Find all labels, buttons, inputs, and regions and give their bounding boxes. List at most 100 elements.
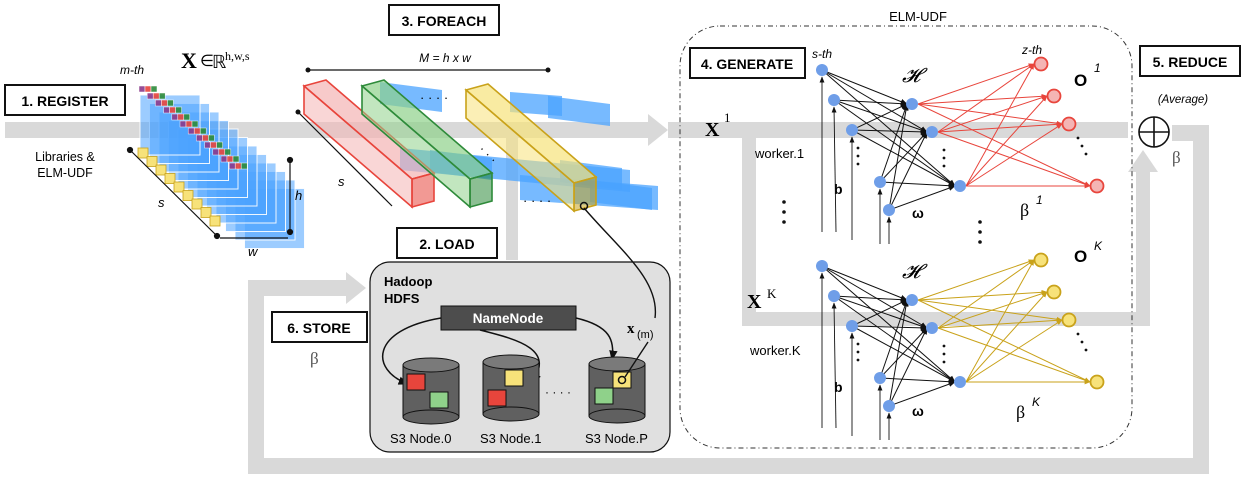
step-foreach-label: 3. FOREACH — [402, 13, 487, 29]
hdfs-title-line1: Hadoop — [384, 274, 432, 289]
hidden-output-edge — [965, 123, 1063, 187]
input-hidden-edge — [879, 377, 956, 385]
tensor-pixel — [171, 113, 179, 121]
tensor-pixel-yellow — [137, 147, 149, 159]
tensor-pixel-yellow — [155, 164, 167, 176]
step-register-label: 1. REGISTER — [21, 93, 108, 109]
input-tensor-stack — [137, 85, 305, 249]
s3-node-p-label: S3 Node.P — [585, 431, 648, 446]
ellipsis-dot — [856, 146, 860, 150]
red-strip-front — [411, 171, 435, 209]
worker-k-network — [816, 252, 1105, 440]
hidden-output-edge — [937, 95, 1048, 133]
bias-weight-edge — [831, 106, 837, 233]
element-of-symbol: ∈ — [200, 53, 214, 70]
s3-node-0-label: S3 Node.0 — [390, 431, 451, 446]
ellipsis-dot — [1084, 152, 1088, 156]
worker-1-input-sup: 1 — [724, 110, 731, 125]
worker-1-hidden-layer: 𝓗 — [902, 65, 928, 87]
hidden-output-edge — [965, 259, 1035, 383]
hidden-output-edge — [917, 103, 1063, 126]
worker-k-omega: ω — [912, 403, 924, 419]
input-hidden-edge — [888, 185, 956, 211]
worker-1-omega: ω — [912, 205, 924, 221]
blue-slice-bar — [510, 92, 562, 116]
tensor-pixel — [218, 148, 226, 156]
input-node — [828, 94, 840, 106]
tensor-pixel — [224, 148, 232, 156]
ellipsis-dot — [1080, 340, 1084, 344]
tensor-pixel-yellow — [164, 173, 176, 184]
libraries-label: Libraries & — [35, 150, 95, 164]
green-strip-front — [469, 171, 493, 209]
hidden-output-edge — [937, 63, 1035, 133]
worker-k-beta-sup: K — [1032, 395, 1041, 409]
ellipsis-dot — [942, 156, 946, 160]
input-hidden-edge — [888, 381, 956, 407]
tensor-dimension-lines — [126, 146, 294, 240]
input-hidden-edge — [821, 69, 956, 187]
output-node — [1046, 88, 1062, 104]
input-hidden-edge — [851, 325, 956, 383]
input-node — [816, 260, 828, 272]
tensor-pixel-yellow — [182, 190, 194, 201]
hidden-node — [906, 98, 918, 110]
tensor-pixel-yellow — [200, 207, 212, 218]
input-node — [828, 290, 840, 302]
input-hidden-edge — [833, 99, 908, 107]
ellipsis-dot — [856, 154, 860, 158]
s-th-label: s-th — [812, 47, 832, 61]
reduce-node: (Average) β — [1138, 94, 1208, 167]
z-th-label: z-th — [1021, 43, 1042, 57]
worker-vertical-dots — [782, 200, 982, 244]
hidden-output-edge — [965, 319, 1063, 383]
hidden-output-edge — [917, 259, 1035, 301]
hidden-output-edge — [937, 121, 1063, 133]
bias-weight-edge — [831, 302, 837, 429]
blue-slice-bar — [548, 96, 610, 126]
hidden-output-edge — [917, 103, 1091, 187]
input-hidden-edge — [833, 295, 908, 303]
input-hidden-edge — [879, 181, 956, 189]
tensor-pixel — [144, 85, 152, 93]
worker-k-output-sup: K — [1094, 239, 1103, 253]
tensor-pixel — [210, 141, 217, 149]
xm-subscript: (m) — [637, 329, 654, 341]
ellipsis-dot — [856, 162, 860, 166]
tensor-pixel — [202, 134, 209, 142]
tensor-pixel — [187, 127, 195, 135]
hidden-node — [954, 180, 966, 192]
red-strip-side — [303, 84, 413, 209]
input-hidden-edge — [851, 325, 928, 331]
input-hidden-edge — [833, 99, 956, 187]
s3-node-1-cylinder — [482, 354, 540, 422]
tensor-pixel — [226, 155, 234, 163]
tensor-pixel — [228, 162, 236, 170]
output-node — [1061, 116, 1077, 132]
tensor-s-label: s — [158, 195, 165, 210]
tensor-pixel — [150, 85, 158, 93]
strip-selected-pixel — [579, 201, 589, 211]
input-hidden-edge — [888, 103, 909, 211]
step-reduce: 5. REDUCE — [1139, 45, 1241, 77]
tensor-w-label: w — [248, 244, 259, 259]
input-hidden-edge — [851, 103, 908, 131]
s3-node-0-cylinder — [402, 357, 460, 425]
foreach-s-label: s — [338, 174, 345, 189]
hidden-output-edge — [937, 291, 1048, 329]
yellow-strip-front — [573, 175, 597, 213]
hdfs-title-line2: HDFS — [384, 291, 420, 306]
tensor-strips — [302, 79, 658, 213]
m-th-label: m-th — [120, 63, 144, 77]
ellipsis-dot — [856, 350, 860, 354]
ellipsis-dot — [1080, 144, 1084, 148]
input-hidden-edge — [879, 299, 908, 379]
worker-1-beta: β — [1020, 200, 1029, 220]
tensor-pixel — [199, 127, 207, 135]
worker-k-output: O — [1074, 247, 1087, 266]
input-node — [846, 320, 858, 332]
tensor-pixel — [155, 99, 162, 107]
ellipsis-dot — [942, 148, 946, 152]
input-node — [846, 124, 858, 136]
